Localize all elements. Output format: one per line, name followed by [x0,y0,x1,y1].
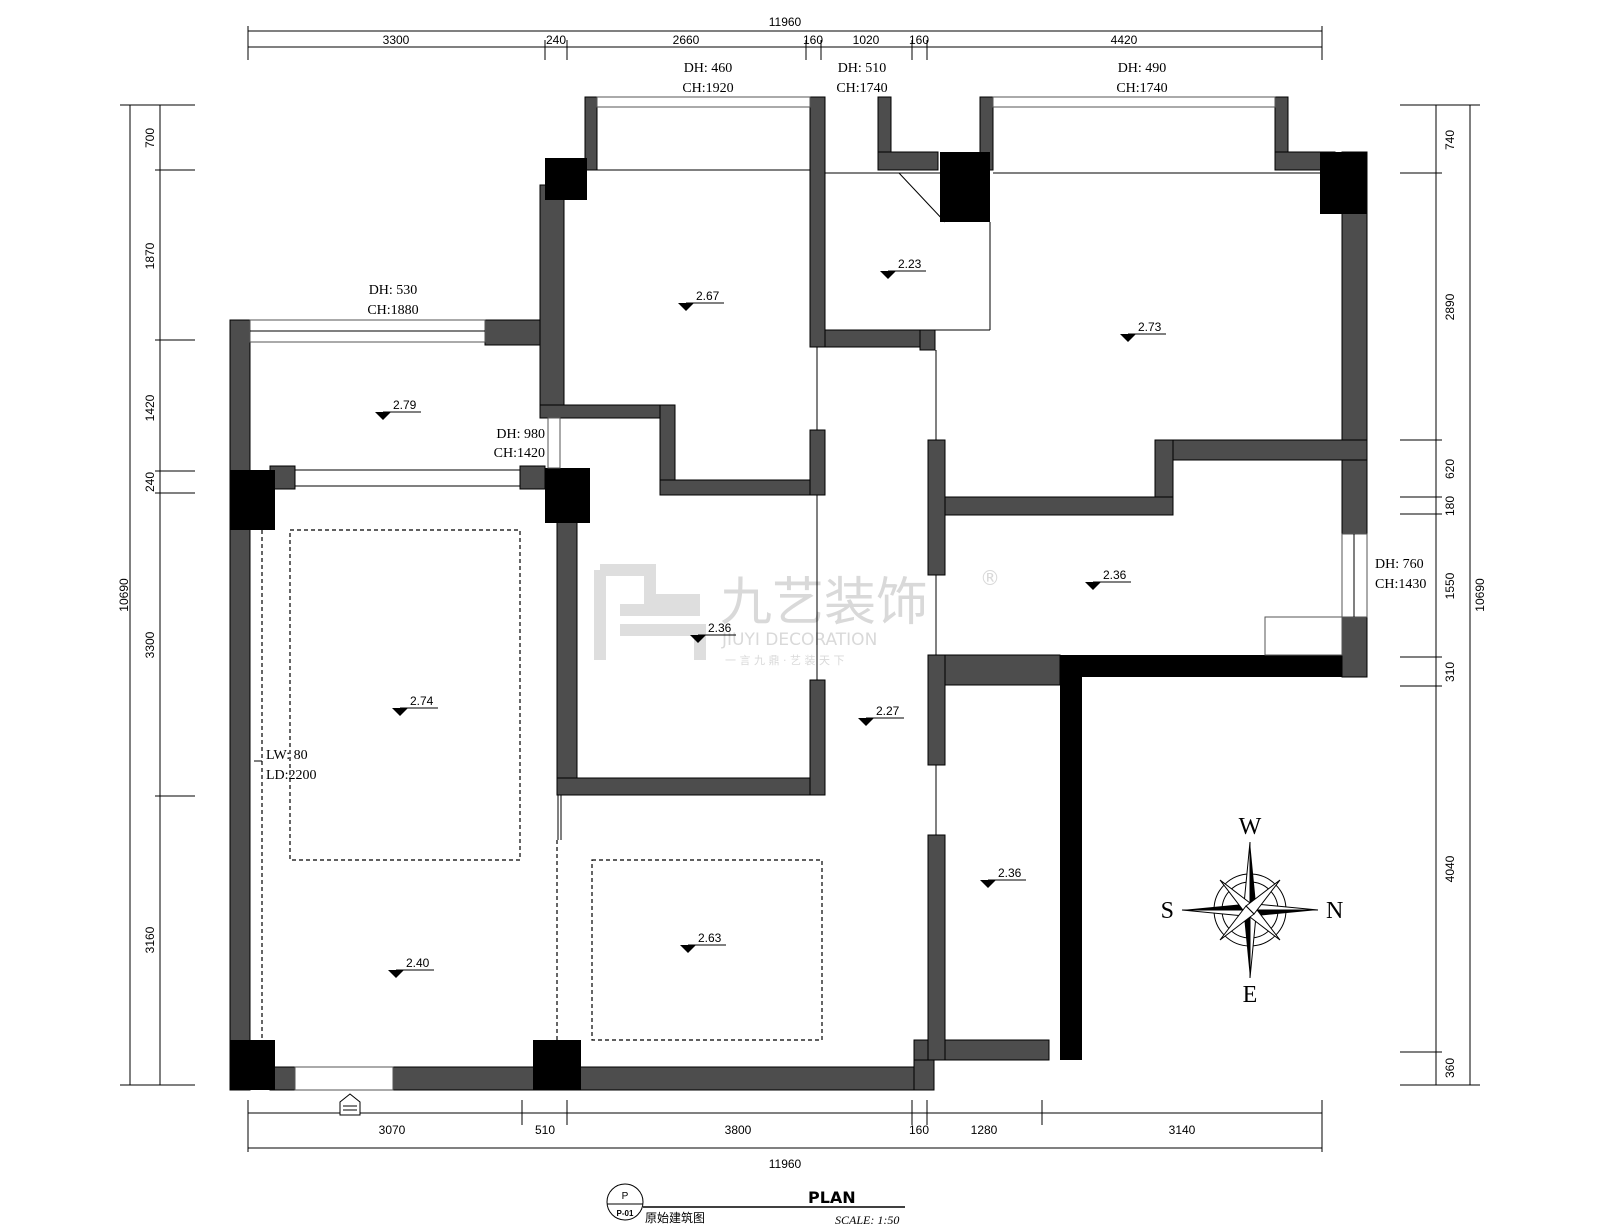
right-dim-7: 4040 [1443,855,1457,882]
bottom-dim-2: 510 [535,1123,555,1137]
right-total-dimension: 10690 [1473,578,1487,612]
left-dim-1: 700 [143,128,157,148]
opening-3-dh: DH: 490 [1118,61,1167,76]
bottom-dim-1: 3070 [379,1123,406,1137]
opening-2-dh: DH: 510 [838,61,887,76]
bottom-dim-6: 3140 [1169,1123,1196,1137]
black-wall-segments [1060,655,1342,1060]
bottom-dim-3: 3800 [725,1123,752,1137]
level-marker: 2.67 [678,289,724,311]
bottom-dimensions: 3070 510 3800 160 1280 3140 11960 [247,1100,1323,1171]
svg-text:2.36: 2.36 [998,866,1022,880]
right-dim-3: 620 [1443,459,1457,479]
level-marker: 2.27 [858,704,904,726]
opening-1-ch: CH:1920 [682,81,733,96]
right-dim-5: 1550 [1443,572,1457,599]
svg-text:2.36: 2.36 [708,621,732,635]
level-marker: 2.79 [375,398,421,420]
ceiling-outline-dining [591,859,823,1041]
top-total-dimension: 11960 [769,15,802,29]
level-marker: 2.36 [1085,568,1131,590]
top-dim-2: 240 [546,33,566,47]
beam-lw: LW: 80 [266,748,308,763]
top-dimensions: 11960 3300 240 2660 160 1020 160 4420 [247,15,1323,60]
compass-west: W [1239,814,1262,840]
drawing-scale: SCALE: 1:50 [835,1213,899,1227]
left-dim-5: 3300 [143,631,157,658]
entrance-arrow-icon [339,1093,361,1116]
left-dim-3: 1420 [143,394,157,421]
drawing-name: 原始建筑图 [645,1210,705,1225]
left-dim-2: 1870 [143,242,157,269]
opening-6-dh: DH: 760 [1375,557,1424,572]
bottom-dim-4: 160 [909,1123,929,1137]
opening-6-ch: CH:1430 [1375,577,1426,592]
compass-south: S [1161,898,1174,924]
top-dim-7: 4420 [1111,33,1138,47]
watermark-slogan: 一 言 九 鼎 · 艺 装 天 下 [725,654,844,667]
svg-text:2.73: 2.73 [1138,320,1162,334]
level-marker: 2.36 [690,621,736,643]
svg-text:2.67: 2.67 [696,289,720,303]
level-marker: 2.36 [980,866,1026,888]
level-markers: 2.67 2.23 2.73 2.79 2.36 2.74 2.36 2.27 … [375,257,1166,978]
svg-text:2.27: 2.27 [876,704,900,718]
level-marker: 2.73 [1120,320,1166,342]
brand-watermark: 九艺装饰 ® JIUYI DECORATION 一 言 九 鼎 · 艺 装 天 … [594,564,1000,667]
bottom-dim-5: 1280 [971,1123,998,1137]
top-dim-1: 3300 [383,33,410,47]
compass-north: N [1326,898,1343,924]
bottom-total-dimension: 11960 [769,1157,802,1171]
opening-3-ch: CH:1740 [1116,81,1167,96]
beam-ld: LD:2200 [266,768,317,783]
beam-lines [254,530,558,1040]
walls [229,96,1368,1091]
windows [249,96,1368,1091]
level-marker: 2.23 [880,257,926,279]
opening-1-dh: DH: 460 [684,61,733,76]
level-marker: 2.40 [388,956,434,978]
opening-4-ch: CH:1880 [367,303,418,318]
compass-east: E [1243,982,1258,1008]
opening-annotations: DH: 460 CH:1920 DH: 510 CH:1740 DH: 490 … [266,61,1426,783]
watermark-english: JIUYI DECORATION [721,630,877,650]
top-dim-4: 160 [803,33,823,47]
title-badge-letter: P [622,1191,629,1202]
opening-5-ch: CH:1420 [494,446,545,461]
level-marker: 2.63 [680,931,726,953]
right-dim-2: 2890 [1443,293,1457,320]
top-dim-5: 1020 [853,33,880,47]
right-dim-8: 360 [1443,1058,1457,1078]
svg-text:2.63: 2.63 [698,931,722,945]
svg-text:2.79: 2.79 [393,398,417,412]
opening-5-dh: DH: 980 [496,427,545,442]
left-dim-6: 3160 [143,926,157,953]
left-dim-4: 240 [143,472,157,492]
structural-columns [230,152,1367,1090]
left-dimensions: 10690 700 1870 1420 240 3300 3160 [117,104,195,1086]
right-dimensions: 10690 740 2890 620 180 1550 310 4040 360 [1400,104,1487,1086]
right-dim-6: 310 [1443,662,1457,682]
left-total-dimension: 10690 [117,578,131,612]
ceiling-outline-living [289,529,521,861]
svg-text:2.74: 2.74 [410,694,434,708]
svg-text:2.36: 2.36 [1103,568,1127,582]
top-dim-6: 160 [909,33,929,47]
level-marker: 2.74 [392,694,438,716]
svg-text:2.23: 2.23 [898,257,922,271]
compass-icon: W S N E [1161,814,1344,1008]
plan-title: PLAN [808,1188,856,1207]
opening-2-ch: CH:1740 [836,81,887,96]
watermark-brand: 九艺装饰 [720,573,928,633]
opening-4-dh: DH: 530 [369,283,418,298]
title-block: P P-01 原始建筑图 PLAN SCALE: 1:50 [606,1183,905,1227]
svg-text:2.40: 2.40 [406,956,430,970]
watermark-registered: ® [980,566,1000,590]
top-dim-3: 2660 [673,33,700,47]
right-dim-1: 740 [1443,130,1457,150]
title-badge-code: P-01 [617,1209,634,1218]
right-dim-4: 180 [1443,496,1457,516]
